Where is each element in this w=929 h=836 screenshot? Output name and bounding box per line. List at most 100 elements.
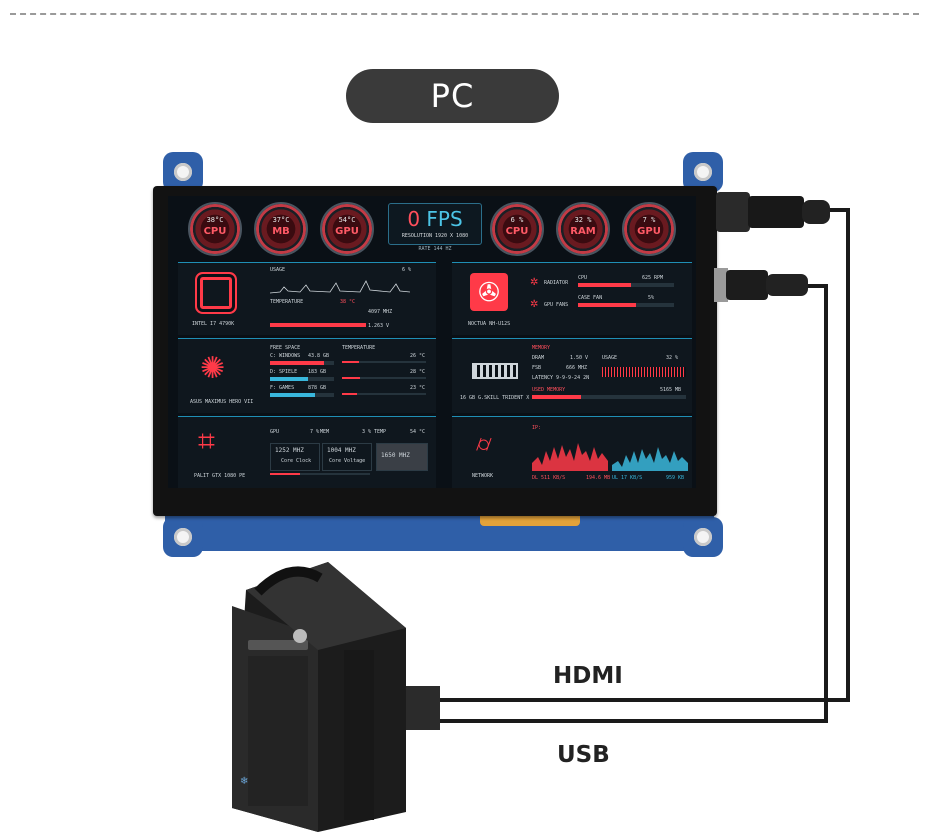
cpu-usage-value: 6 % — [402, 267, 412, 273]
drive-f-label: F: GAMES — [270, 385, 295, 391]
fan-icon: ✇ — [470, 273, 508, 311]
mb-temp-2: 28 °C — [410, 369, 426, 375]
gauge-label: CPU — [203, 226, 227, 237]
fps-readout: 0 FPS — [389, 207, 481, 231]
dram-label: DRAM — [532, 355, 545, 361]
ram-panel: 16 GB G.SKILL TRIDENT X MEMORY DRAM 1.50… — [452, 338, 692, 413]
drive-c-bar — [270, 361, 334, 365]
hdmi-cable — [440, 208, 850, 702]
gpu-load-label: GPU — [270, 429, 280, 435]
core-clock-box: 1252 MHZ Core Clock — [270, 443, 320, 471]
cpu-name: INTEL I7 4790K — [192, 321, 235, 327]
radiator-fan-icon: ✲ — [530, 277, 539, 288]
usb-label: USB — [557, 742, 610, 768]
ram-memory-label: MEMORY — [532, 345, 551, 351]
drive-f-bar — [270, 393, 334, 397]
core-voltage-box: 1004 MHZ Core Voltage — [322, 443, 372, 471]
latency-value: 9-9-9-24 2N — [556, 375, 590, 381]
fan-panel: ✇ NOCTUA NH-U12S ✲ RADIATOR ✲ GPU FANS C… — [452, 262, 692, 335]
ip-label: IP: — [532, 425, 542, 431]
fps-rate: RATE 144 HZ — [418, 246, 452, 252]
gpu-fans-label: GPU FANS — [544, 302, 569, 308]
motherboard-icon: ✺ — [200, 352, 226, 385]
mb-free-space-label: FREE SPACE — [270, 345, 301, 351]
drive-f-value: 878 GB — [308, 385, 327, 391]
gauge-label: GPU — [335, 226, 359, 237]
fsb-label: FSB — [532, 365, 542, 371]
drive-d-value: 183 GB — [308, 369, 327, 375]
gauge-value: 32 % — [574, 216, 592, 224]
used-memory-label: USED MEMORY — [532, 387, 566, 393]
cpu-voltage: 1.263 V — [368, 323, 390, 329]
gpu-temp-value: 54 °C — [410, 429, 426, 435]
hdmi-label: HDMI — [553, 663, 623, 689]
download-value: 194.6 MB — [586, 475, 611, 481]
mb-temp-bar-3 — [342, 393, 426, 395]
gpu-panel: ⌗ PALIT GTX 1080 PE GPU 7 % MEM 3 % TEMP… — [178, 416, 436, 488]
gauge-cpu-usage: 6 % CPU — [490, 202, 544, 256]
usb-connector-monitor — [714, 268, 808, 302]
ram-usage-label: USAGE — [602, 355, 618, 361]
cpu-usage-label: USAGE — [270, 267, 286, 273]
gauge-value: 6 % — [510, 216, 524, 224]
radiator-label: RADIATOR — [544, 280, 569, 286]
gpu-name: PALIT GTX 1080 PE — [194, 473, 246, 479]
cpu-temp-value: 38 °C — [340, 299, 356, 305]
drive-d-label: D: SPIELE — [270, 369, 298, 375]
gauge-value: 37°C — [272, 216, 290, 224]
fan-name: NOCTUA NH-U12S — [468, 321, 511, 327]
ram-usage-bars — [602, 367, 686, 377]
mb-panel: ✺ ASUS MAXIMUS HERO VII FREE SPACE TEMPE… — [178, 338, 436, 413]
gauge-value: 54°C — [338, 216, 356, 224]
gpu-fans-icon: ✲ — [530, 299, 539, 310]
case-fan-value: 5% — [648, 295, 655, 301]
fsb-value: 666 MHZ — [566, 365, 588, 371]
cpu-clock: 4097 MHZ — [368, 309, 393, 315]
cpu-chip-icon — [200, 277, 232, 309]
mount-hole-bottom-left — [163, 517, 203, 557]
core-clock-label: Core Clock — [281, 458, 312, 464]
mount-hole-top-right — [683, 152, 723, 192]
core-voltage-label: Core Voltage — [329, 458, 366, 464]
gpu-mem-value: 3 % — [362, 429, 372, 435]
gpu-temp-label: TEMP — [374, 429, 387, 435]
pc-label: PC — [430, 77, 475, 115]
mount-hole-bottom-right — [683, 517, 723, 557]
fan-cpu-rpm: 625 RPM — [642, 275, 664, 281]
drive-c-value: 43.8 GB — [308, 353, 330, 359]
gauge-ram-usage: 32 % RAM — [556, 202, 610, 256]
download-label: DL 511 KB/S — [532, 475, 566, 481]
gauge-gpu-usage: 7 %GPU — [622, 202, 676, 256]
mb-temp-3: 23 °C — [410, 385, 426, 391]
cpu-panel: INTEL I7 4790K USAGE 6 % TEMPERATURE 38 … — [178, 262, 436, 335]
gpu-circuit-icon: ⌗ — [198, 425, 215, 458]
gauge-label: RAM — [570, 226, 596, 237]
upload-value: 959 KB — [666, 475, 685, 481]
used-memory-value: 5165 MB — [660, 387, 682, 393]
gauge-mb-temp: 37°C MB — [254, 202, 308, 256]
usb-cable — [440, 284, 828, 723]
mb-temperature-label: TEMPERATURE — [342, 345, 376, 351]
case-fan-label: CASE FAN — [578, 295, 603, 301]
cpu-temp-label: TEMPERATURE — [270, 299, 304, 305]
gauge-label: GPU — [637, 226, 661, 237]
network-label: NETWORK — [472, 473, 494, 479]
gpu-footer-bar — [270, 473, 370, 475]
pc-label-pill: PC — [346, 69, 559, 123]
gauge-label: MB — [272, 226, 290, 237]
drive-c-label: C: WINDOWS — [270, 353, 301, 359]
pc-tower: ❄ — [232, 562, 440, 832]
hdmi-connector-monitor — [716, 192, 830, 232]
fps-resolution: RESOLUTION 1920 X 1080 — [401, 233, 469, 239]
mount-hole-top-left — [163, 152, 203, 192]
mb-name: ASUS MAXIMUS HERO VII — [190, 399, 254, 405]
network-panel: ⌭ NETWORK IP: DL 511 KB/S 194.6 MB UL 17… — [452, 416, 692, 488]
cpu-temp-bar — [270, 323, 366, 327]
dram-value: 1.50 V — [570, 355, 589, 361]
core-clock-value: 1252 MHZ — [275, 447, 304, 454]
gauge-label: CPU — [505, 226, 529, 237]
mb-temp-bar-1 — [342, 361, 426, 363]
upload-label: UL 17 KB/S — [612, 475, 643, 481]
